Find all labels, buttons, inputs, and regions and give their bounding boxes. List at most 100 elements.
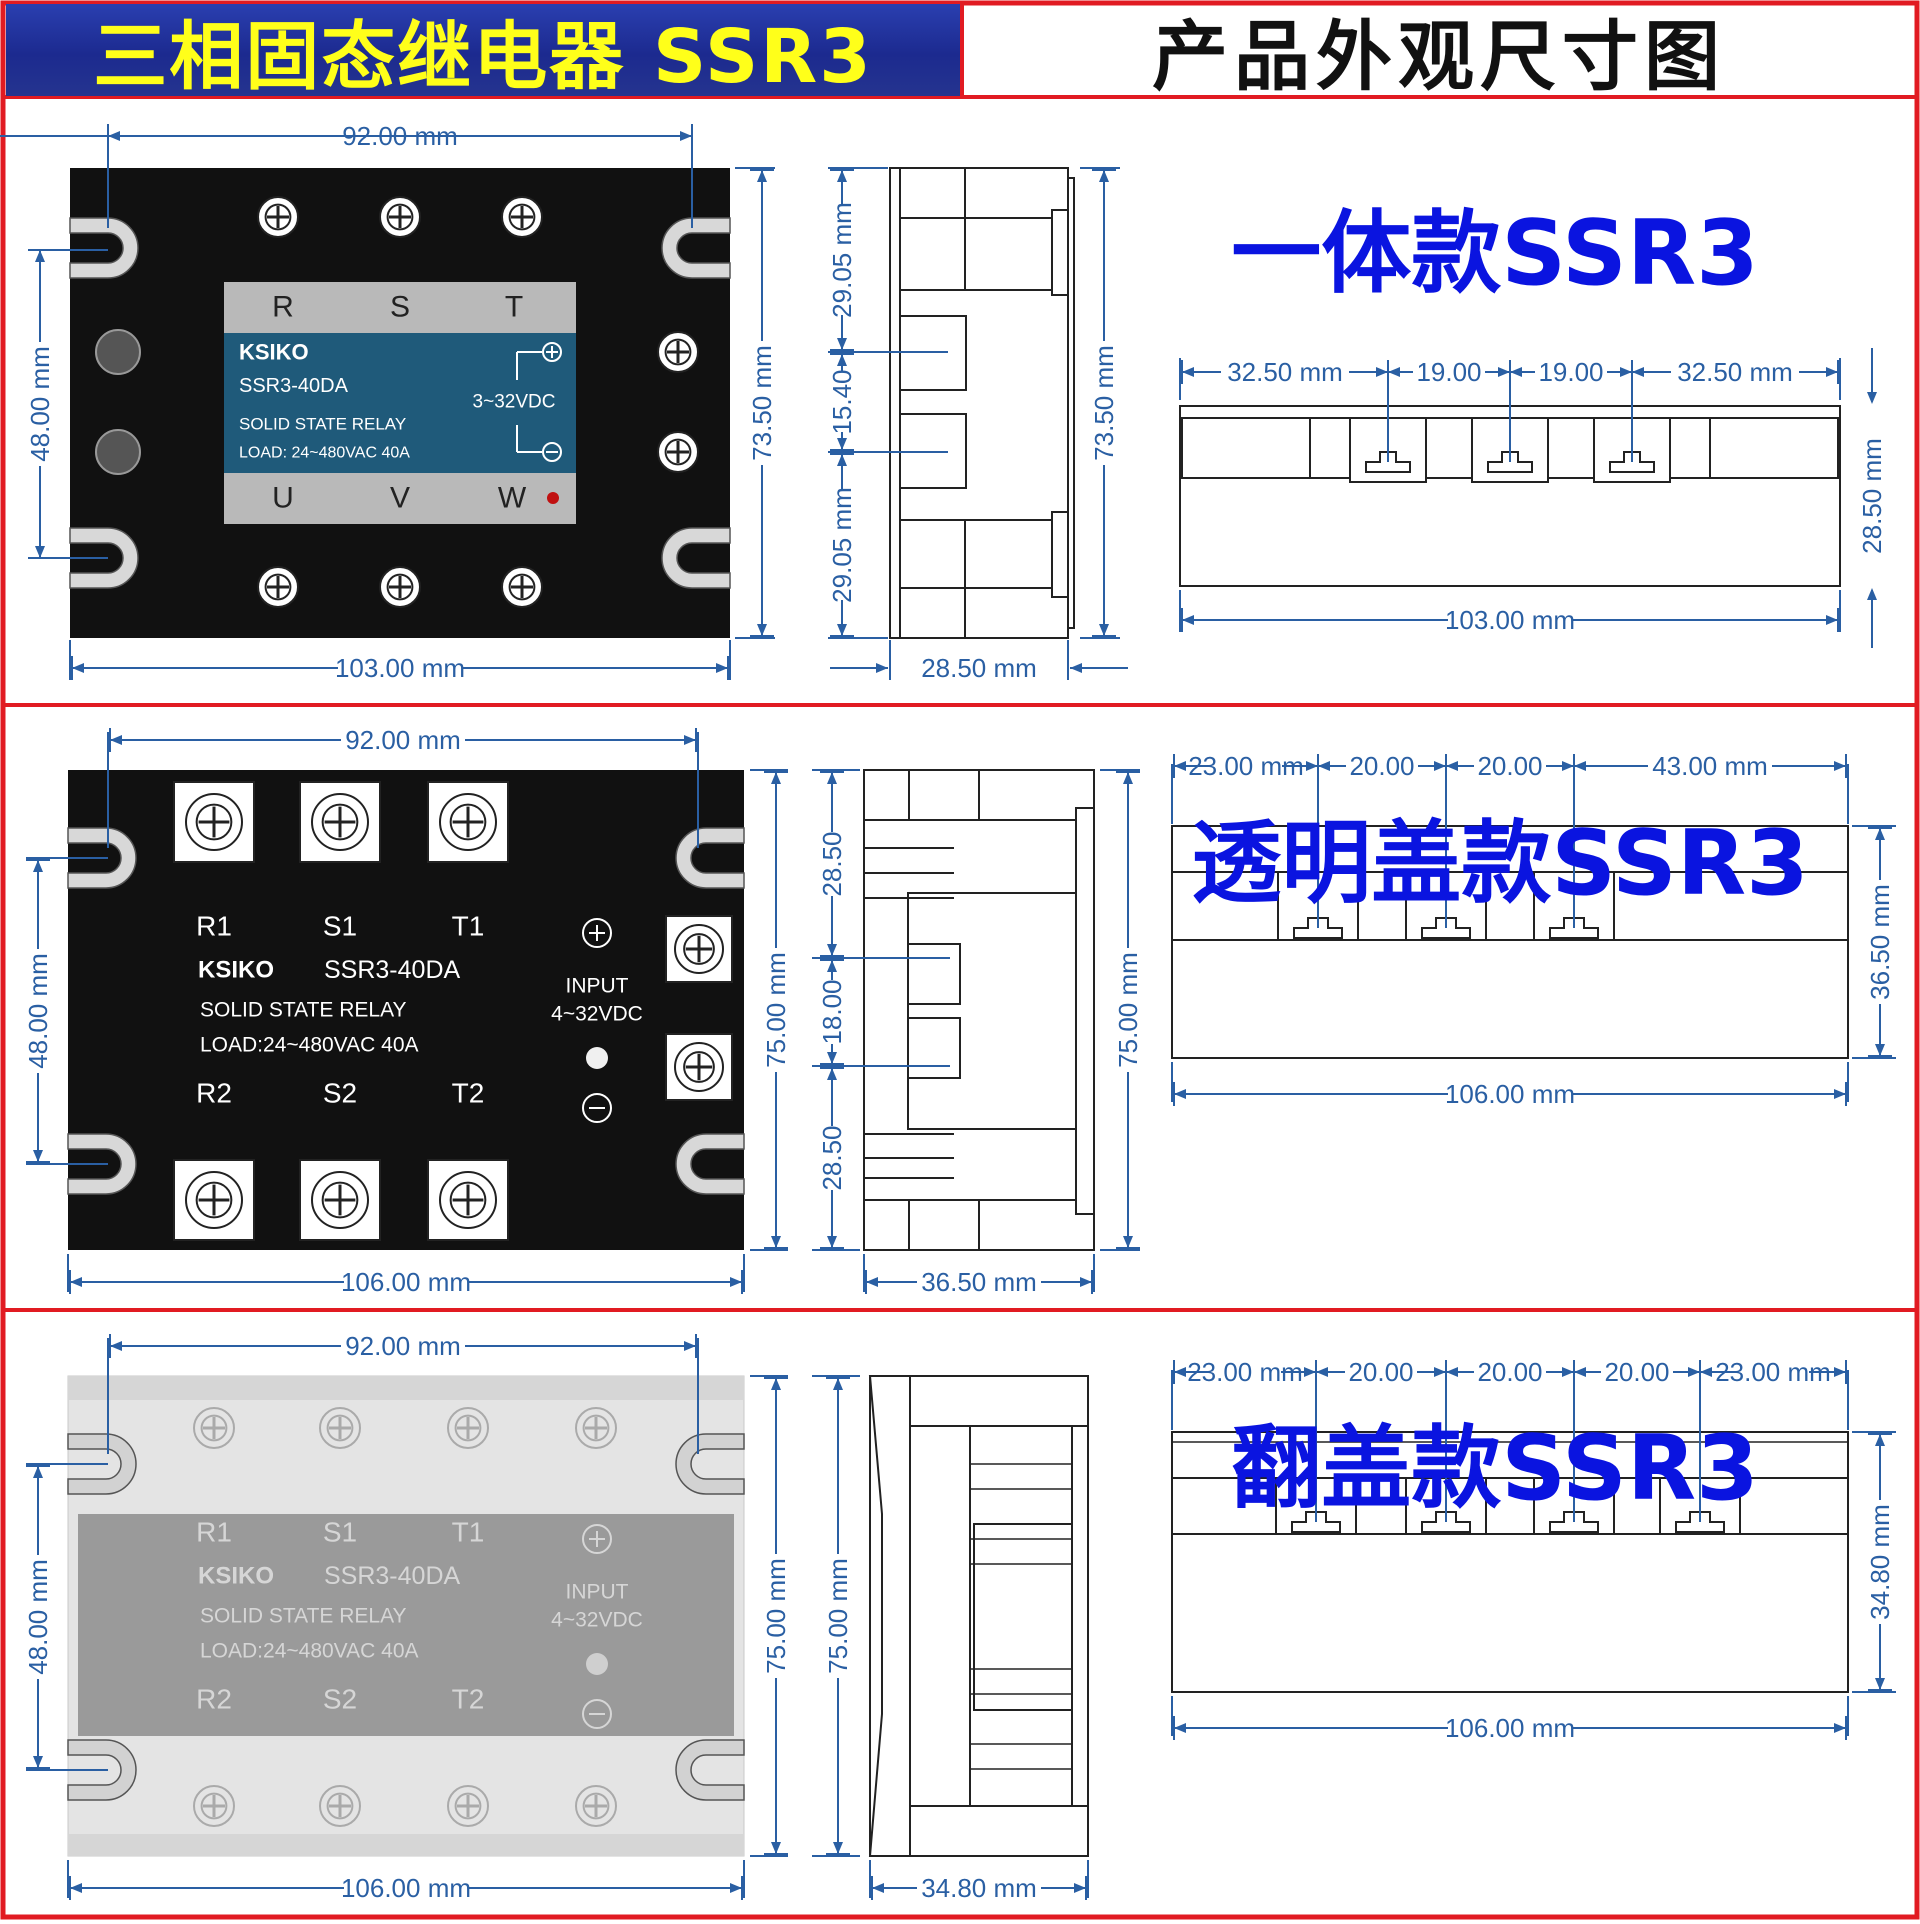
dimension-label: 106.00 mm bbox=[1445, 1079, 1575, 1109]
top-view: 28.50 mm bbox=[1179, 348, 1887, 648]
dimension-arrow-right bbox=[684, 1341, 696, 1351]
mounting-slot-top-right bbox=[661, 217, 731, 279]
dimension-arrow-down bbox=[1099, 624, 1109, 636]
dimension-arrow-down bbox=[1875, 1044, 1885, 1056]
dimension-arrow-right bbox=[1434, 1367, 1446, 1377]
relay-type-label: SOLID STATE RELAY bbox=[200, 1605, 407, 1628]
top-block bbox=[1709, 417, 1839, 479]
dimension-arrow-right bbox=[730, 1883, 742, 1893]
slot-shape bbox=[675, 827, 745, 889]
indicator-led bbox=[95, 429, 141, 475]
screw-ring bbox=[508, 573, 536, 601]
input-label: INPUT bbox=[566, 975, 629, 998]
dimension-label: 19.00 bbox=[1538, 357, 1603, 387]
dimension-arrow-left bbox=[872, 1883, 884, 1893]
dimension-arrow-up bbox=[1875, 828, 1885, 840]
dim-top-height: 34.80 mm bbox=[1865, 1433, 1895, 1691]
terminal-screw-top-0 bbox=[185, 793, 243, 851]
dimension-arrow-down bbox=[837, 624, 847, 636]
dimension-label: 106.00 mm bbox=[341, 1873, 471, 1903]
screw-ring bbox=[508, 203, 536, 231]
dim-top-seg-3: 20.00 bbox=[1573, 1357, 1701, 1387]
relay-type-label: SOLID STATE RELAY bbox=[200, 999, 407, 1022]
dim-top-width: 106.00 mm bbox=[1173, 1713, 1847, 1743]
model-label: SSR3-40DA bbox=[324, 956, 460, 984]
dimension-arrow-right bbox=[684, 735, 696, 745]
minus-icon bbox=[582, 1093, 612, 1123]
dimension-label: 23.00 mm bbox=[1187, 1357, 1303, 1387]
dimension-arrow-right bbox=[1620, 367, 1632, 377]
terminal-screw-bottom-2 bbox=[501, 566, 543, 608]
status-led bbox=[586, 1047, 608, 1069]
terminal-screw-bottom-0 bbox=[193, 1785, 235, 1827]
dimension-arrow-right bbox=[1826, 367, 1838, 377]
dimension-label: 29.05 mm bbox=[827, 487, 857, 603]
dimension-label: 23.00 mm bbox=[1188, 751, 1304, 781]
dimension-label: 103.00 mm bbox=[335, 653, 465, 683]
dimension-arrow-right bbox=[1304, 1367, 1316, 1377]
input-label: INPUT bbox=[566, 1581, 629, 1604]
dimension-arrow-up bbox=[771, 772, 781, 784]
dim-top-seg-1: 20.00 bbox=[1317, 751, 1447, 781]
cover-band bbox=[68, 1376, 744, 1400]
mounting-slot-top-left bbox=[67, 1433, 137, 1495]
dim-top-seg-1: 19.00 bbox=[1387, 357, 1511, 387]
dimension-arrow-down bbox=[1867, 392, 1877, 404]
slot-shape bbox=[67, 1739, 137, 1801]
dimension-arrow-left bbox=[1574, 761, 1586, 771]
slot-shape bbox=[69, 217, 139, 279]
dimension-arrow-down bbox=[827, 1236, 837, 1248]
dim-side-bottom: 29.05 mm bbox=[827, 453, 857, 637]
screw-ring bbox=[664, 438, 692, 466]
dim-height: 75.00 mm bbox=[761, 771, 791, 1249]
dim-side-height: 75.00 mm bbox=[823, 1377, 853, 1855]
side-tab bbox=[1051, 511, 1069, 598]
slot-shape bbox=[661, 217, 731, 279]
dimension-label: 48.00 mm bbox=[25, 346, 55, 462]
dimension-arrow-up bbox=[833, 1378, 843, 1390]
slot-shape bbox=[69, 527, 139, 589]
dimension-arrow-down bbox=[1875, 1678, 1885, 1690]
dim-side-top: 28.50 bbox=[817, 771, 847, 957]
terminal-screw-top-2 bbox=[439, 793, 497, 851]
dimension-arrow-down bbox=[757, 624, 767, 636]
terminal-label: S2 bbox=[323, 1684, 357, 1715]
dimension-arrow-right bbox=[876, 663, 888, 673]
dimension-label: 20.00 bbox=[1477, 1357, 1542, 1387]
slot-shape bbox=[67, 827, 137, 889]
dimension-arrow-down bbox=[1123, 1236, 1133, 1248]
dim-top-seg-0: 23.00 mm bbox=[1173, 751, 1319, 781]
model-label: SSR3-40DA bbox=[239, 375, 349, 397]
dimension-arrow-left bbox=[1388, 367, 1400, 377]
dim-side-height: 75.00 mm bbox=[1113, 771, 1143, 1249]
dimension-label: 48.00 mm bbox=[23, 1559, 53, 1675]
dimension-arrow-left bbox=[72, 663, 84, 673]
mounting-slot-top-right bbox=[675, 827, 745, 889]
terminal-label: R bbox=[272, 291, 294, 324]
terminal-label: R2 bbox=[196, 1684, 232, 1715]
dim-side-depth: 34.80 mm bbox=[871, 1873, 1087, 1903]
side-terminal bbox=[907, 1017, 961, 1079]
dim-top-width: 103.00 mm bbox=[1181, 605, 1839, 635]
terminal-screw-bottom-1 bbox=[311, 1171, 369, 1229]
dimension-label: 20.00 bbox=[1349, 751, 1414, 781]
dim-height: 73.50 mm bbox=[747, 169, 777, 637]
dimension-arrow-right bbox=[1834, 1367, 1846, 1377]
dimension-label: 75.00 mm bbox=[823, 1558, 853, 1674]
dim-side-top: 29.05 mm bbox=[827, 169, 857, 351]
terminal-label: W bbox=[498, 482, 527, 515]
dimension-label: 73.50 mm bbox=[747, 345, 777, 461]
dim-top-seg-3: 32.50 mm bbox=[1631, 357, 1839, 387]
slot-shape bbox=[67, 1433, 137, 1495]
dimension-arrow-up bbox=[1875, 1434, 1885, 1446]
dimension-label: 106.00 mm bbox=[341, 1267, 471, 1297]
dimension-arrow-left bbox=[1632, 367, 1644, 377]
side-edge bbox=[1071, 1425, 1089, 1807]
slot-shape bbox=[675, 1739, 745, 1801]
dimension-label: 23.00 mm bbox=[1715, 1357, 1831, 1387]
load-label: LOAD: 24~480VAC 40A bbox=[239, 445, 410, 462]
dimension-arrow-left bbox=[1510, 367, 1522, 377]
input-voltage-label: 3~32VDC bbox=[473, 392, 556, 413]
dimension-arrow-right bbox=[730, 1277, 742, 1287]
